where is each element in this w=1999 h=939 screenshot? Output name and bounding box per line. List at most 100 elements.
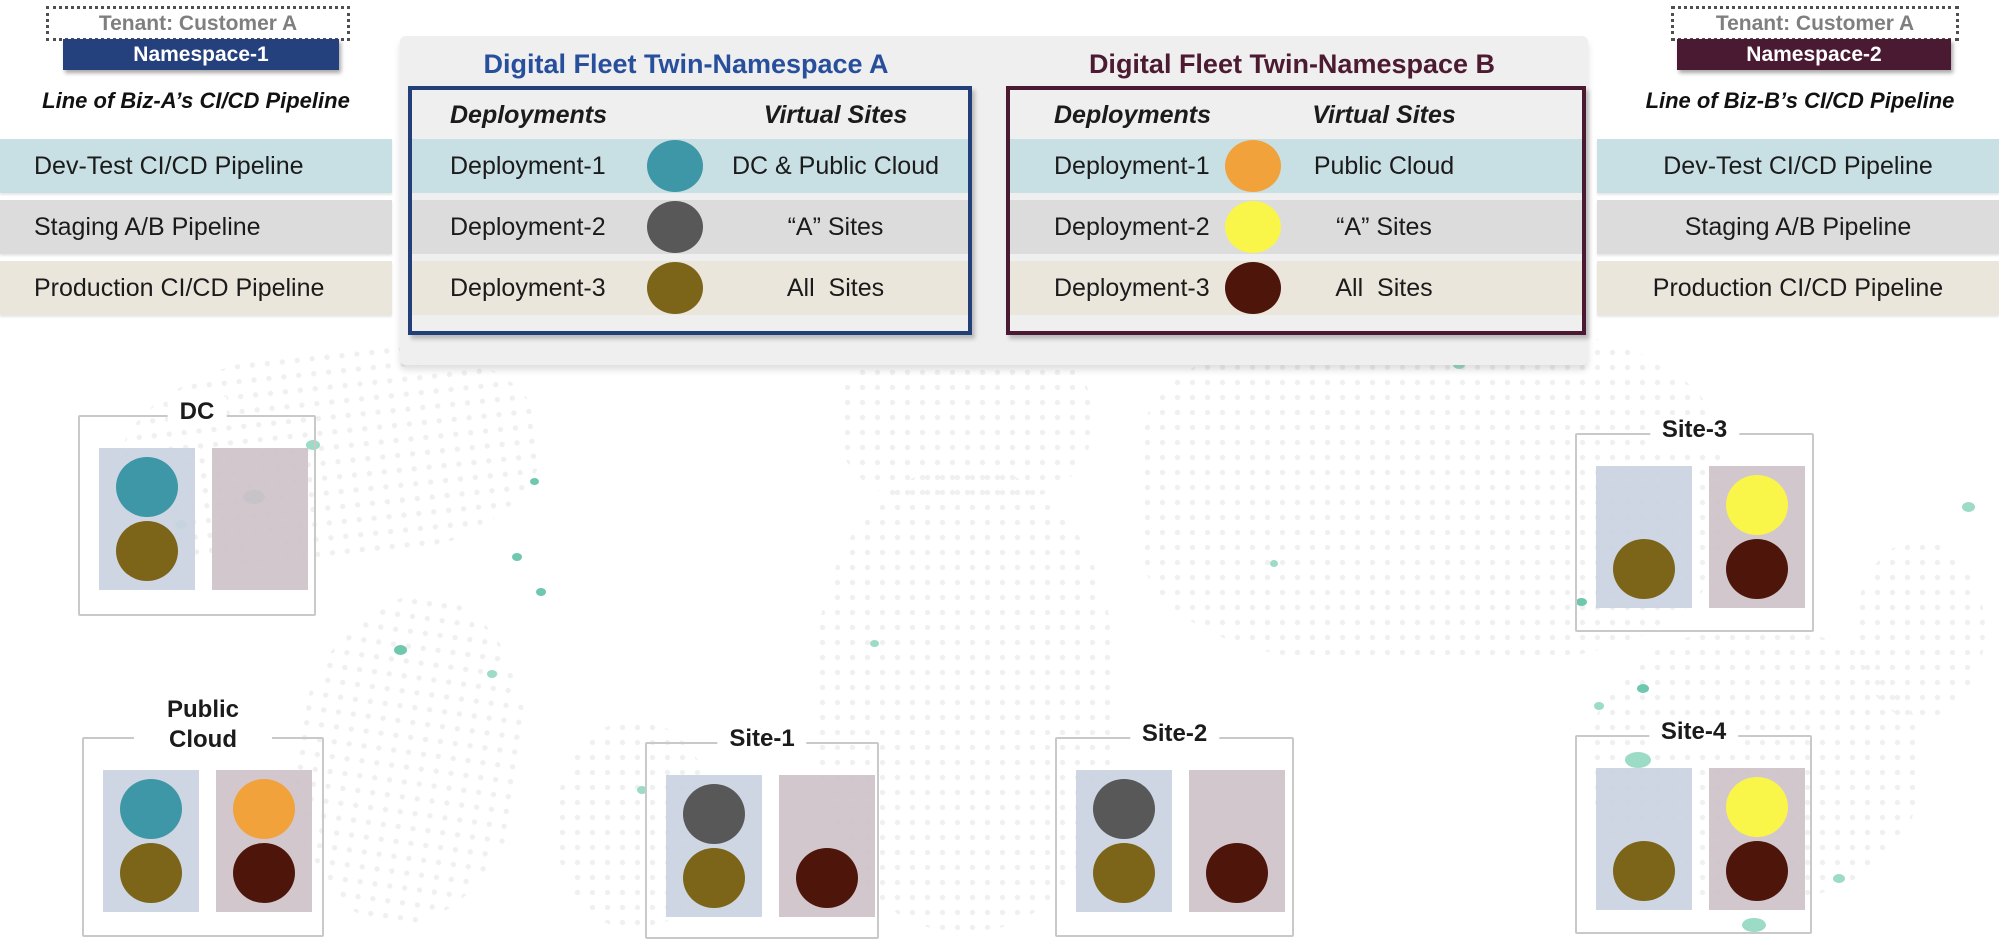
pipeline-row-staging-right: Staging A/B Pipeline bbox=[1597, 200, 1999, 254]
tenant-label: Tenant: Customer A bbox=[1715, 11, 1915, 35]
deployment-dot bbox=[116, 457, 178, 517]
map-accent-dot bbox=[1833, 874, 1845, 883]
namespace-2-label: Namespace-2 bbox=[1746, 42, 1882, 66]
deployment-dot bbox=[1726, 841, 1788, 901]
site-box-site-4: Site-4 bbox=[1575, 717, 1812, 934]
deployment-dot bbox=[1613, 841, 1675, 901]
deployment-dot bbox=[1206, 779, 1268, 839]
deployment-dot bbox=[1613, 777, 1675, 837]
panel-a-title: Digital Fleet Twin-Namespace A bbox=[483, 49, 889, 79]
map-accent-dot bbox=[536, 588, 546, 596]
deployment-dot bbox=[1225, 262, 1281, 314]
virtual-sites-column-header: Virtual Sites bbox=[763, 100, 908, 129]
site-namespace1-rect bbox=[1076, 770, 1172, 912]
deployment-dot bbox=[647, 262, 703, 314]
panel-a-row-2: Deployment-2 “A” Sites bbox=[412, 200, 968, 254]
panel-a-header: Deployments Virtual Sites bbox=[412, 92, 968, 138]
site-namespace2-rect bbox=[1709, 768, 1805, 910]
deployment-dot bbox=[647, 201, 703, 253]
panel-a-row-1: Deployment-1 DC & Public Cloud bbox=[412, 139, 968, 193]
map-accent-dot bbox=[1594, 702, 1604, 710]
deployments-column-header: Deployments bbox=[1054, 100, 1211, 129]
deployment-label: Deployment-2 bbox=[1054, 212, 1210, 241]
panel-b-row-3: Deployment-3 All Sites bbox=[1010, 261, 1582, 315]
site-label: Site-4 bbox=[1648, 717, 1739, 747]
map-accent-dot bbox=[1625, 752, 1651, 768]
deployment-dot bbox=[1225, 201, 1281, 253]
tenant-box-right: Tenant: Customer A bbox=[1671, 6, 1959, 41]
pipeline-row-devtest-left: Dev-Test CI/CD Pipeline bbox=[0, 139, 392, 193]
site-namespace1-rect bbox=[99, 448, 195, 590]
map-accent-dot bbox=[1637, 684, 1649, 693]
map-accent-dot bbox=[306, 440, 320, 450]
deployments-column-header: Deployments bbox=[450, 100, 607, 129]
namespace-1-badge: Namespace-1 bbox=[63, 39, 339, 70]
panel-b-row-1: Deployment-1 Public Cloud bbox=[1010, 139, 1582, 193]
deployment-dot bbox=[120, 843, 182, 903]
map-accent-dot bbox=[1576, 598, 1587, 606]
deployment-label: Deployment-1 bbox=[1054, 151, 1210, 180]
map-dots-patch bbox=[1855, 540, 1985, 720]
pipeline-row-production-right: Production CI/CD Pipeline bbox=[1597, 261, 1999, 315]
deployment-dot bbox=[1093, 843, 1155, 903]
map-accent-dot bbox=[512, 553, 522, 561]
deployment-label: Deployment-1 bbox=[450, 151, 606, 180]
deployment-dot bbox=[1726, 539, 1788, 599]
site-namespace1-rect bbox=[666, 775, 762, 917]
panel-b-header: Deployments Virtual Sites bbox=[1010, 92, 1582, 138]
map-accent-dot bbox=[1962, 502, 1975, 512]
panel-namespace-b: Deployments Virtual Sites Deployment-1 P… bbox=[1006, 86, 1586, 335]
map-accent-dot bbox=[870, 640, 879, 647]
pipeline-row-label: Staging A/B Pipeline bbox=[1684, 212, 1912, 241]
site-label: Site-1 bbox=[717, 724, 807, 754]
header-spacer bbox=[647, 89, 703, 141]
deployment-dot bbox=[683, 784, 745, 844]
site-namespace2-rect bbox=[1709, 466, 1805, 608]
header-spacer bbox=[1225, 89, 1281, 141]
pipeline-row-production-left: Production CI/CD Pipeline bbox=[0, 261, 392, 315]
deployment-dot bbox=[1613, 475, 1675, 535]
site-namespace1-rect bbox=[1596, 466, 1692, 608]
deployment-dot bbox=[229, 521, 291, 581]
deployment-label: Deployment-3 bbox=[1054, 273, 1210, 302]
virtual-sites-label: “A” Sites bbox=[1336, 212, 1432, 241]
panel-b-title: Digital Fleet Twin-Namespace B bbox=[1088, 49, 1496, 79]
deployment-label: Deployment-3 bbox=[450, 273, 606, 302]
map-accent-dot bbox=[1742, 918, 1766, 932]
site-namespace2-rect bbox=[779, 775, 875, 917]
panel-namespace-a: Deployments Virtual Sites Deployment-1 D… bbox=[408, 86, 972, 335]
site-namespace1-rect bbox=[1596, 768, 1692, 910]
deployment-dot bbox=[116, 521, 178, 581]
pipeline-row-label: Dev-Test CI/CD Pipeline bbox=[34, 151, 304, 180]
tenant-label: Tenant: Customer A bbox=[98, 11, 298, 35]
deployment-dot bbox=[1206, 843, 1268, 903]
line-of-biz-b-title: Line of Biz-B’s CI/CD Pipeline bbox=[1645, 88, 1955, 113]
site-label: Public Cloud bbox=[134, 695, 272, 755]
deployment-dot bbox=[1225, 140, 1281, 192]
virtual-sites-label: “A” Sites bbox=[787, 212, 884, 241]
virtual-sites-label: Public Cloud bbox=[1313, 151, 1455, 180]
virtual-sites-column-header: Virtual Sites bbox=[1312, 100, 1456, 129]
deployment-dot bbox=[1093, 779, 1155, 839]
deployment-dot bbox=[1726, 475, 1788, 535]
deployment-label: Deployment-2 bbox=[450, 212, 606, 241]
site-box-site-3: Site-3 bbox=[1575, 415, 1814, 632]
site-namespace1-rect bbox=[103, 770, 199, 912]
site-label: Site-2 bbox=[1129, 719, 1220, 749]
pipeline-row-label: Production CI/CD Pipeline bbox=[34, 273, 325, 302]
site-box-dc: DC bbox=[78, 397, 316, 616]
site-box-site-2: Site-2 bbox=[1055, 719, 1294, 937]
map-accent-dot bbox=[637, 786, 647, 794]
pipeline-row-staging-left: Staging A/B Pipeline bbox=[0, 200, 392, 254]
virtual-sites-label: All Sites bbox=[1335, 273, 1433, 302]
deployment-dot bbox=[229, 457, 291, 517]
deployment-dot bbox=[796, 848, 858, 908]
site-box-public-cloud: Public Cloud bbox=[82, 695, 324, 937]
map-accent-dot bbox=[1270, 560, 1278, 567]
site-label: DC bbox=[167, 397, 227, 427]
namespace-1-label: Namespace-1 bbox=[133, 42, 269, 66]
deployment-dot bbox=[1726, 777, 1788, 837]
map-accent-dot bbox=[394, 645, 407, 655]
site-namespace2-rect bbox=[1189, 770, 1285, 912]
